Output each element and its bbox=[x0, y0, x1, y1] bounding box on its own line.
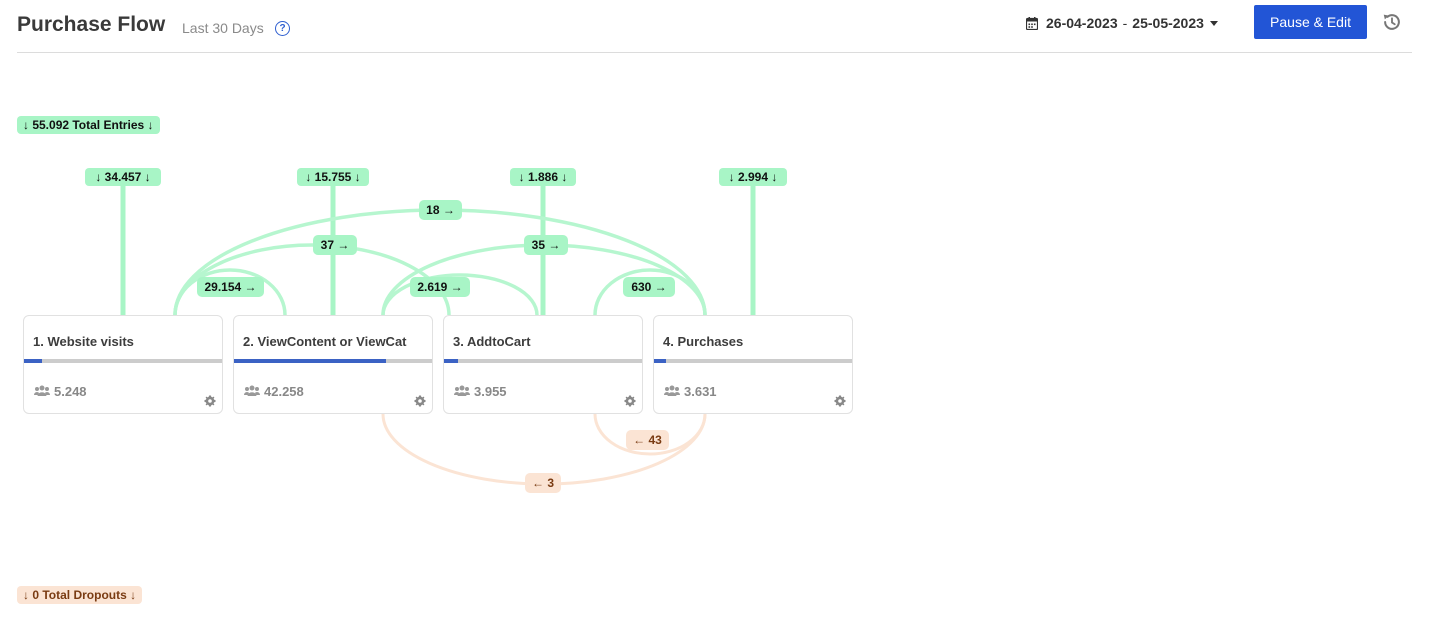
step-progress-fill bbox=[24, 359, 42, 363]
page-header: Purchase Flow Last 30 Days ? 26-04-2023 … bbox=[0, 0, 1431, 53]
gear-icon[interactable] bbox=[414, 395, 426, 407]
transition-step3-step4: 630 → bbox=[623, 277, 675, 297]
step-card-4[interactable]: 4. Purchases 3.631 bbox=[653, 315, 853, 414]
date-range-picker[interactable]: 26-04-2023 - 25-05-2023 bbox=[1026, 13, 1218, 33]
step-progress-bar bbox=[234, 359, 432, 363]
date-period-label: Last 30 Days bbox=[182, 20, 264, 36]
header-divider bbox=[17, 52, 1412, 53]
gear-icon[interactable] bbox=[834, 395, 846, 407]
total-dropouts-badge: ↓ 0 Total Dropouts ↓ bbox=[17, 586, 143, 604]
transition-step1-step3: 37 → bbox=[313, 235, 357, 255]
step-progress-bar bbox=[654, 359, 852, 363]
help-icon[interactable]: ? bbox=[275, 21, 290, 36]
step-name: 2. ViewContent or ViewCat bbox=[243, 334, 407, 349]
step-user-count: 42.258 bbox=[264, 384, 304, 399]
history-icon[interactable] bbox=[1381, 11, 1403, 33]
step-user-count: 3.631 bbox=[684, 384, 717, 399]
users-icon bbox=[664, 385, 680, 396]
step-user-count: 3.955 bbox=[474, 384, 507, 399]
entry-badge-step-3: ↓ 1.886 ↓ bbox=[510, 168, 576, 186]
step-name: 1. Website visits bbox=[33, 334, 134, 349]
step-progress-fill bbox=[444, 359, 458, 363]
gear-icon[interactable] bbox=[624, 395, 636, 407]
users-icon bbox=[454, 385, 470, 396]
transition-step1-step2: 29.154 → bbox=[197, 277, 264, 297]
date-separator: - bbox=[1122, 15, 1128, 31]
step-card-3[interactable]: 3. AddtoCart 3.955 bbox=[443, 315, 643, 414]
gear-icon[interactable] bbox=[204, 395, 216, 407]
step-card-1[interactable]: 1. Website visits 5.248 bbox=[23, 315, 223, 414]
transition-step2-step3: 2.619 → bbox=[410, 277, 470, 297]
step-card-2[interactable]: 2. ViewContent or ViewCat 42.258 bbox=[233, 315, 433, 414]
users-icon bbox=[34, 385, 50, 396]
date-start: 26-04-2023 bbox=[1046, 15, 1118, 31]
transition-step3-step2: ← 3 bbox=[525, 473, 561, 493]
pause-edit-button[interactable]: Pause & Edit bbox=[1254, 5, 1367, 39]
step-name: 3. AddtoCart bbox=[453, 334, 531, 349]
calendar-icon bbox=[1026, 16, 1038, 30]
step-user-count: 5.248 bbox=[54, 384, 87, 399]
step-progress-fill bbox=[234, 359, 387, 363]
transition-step2-step4: 35 → bbox=[524, 235, 568, 255]
step-progress-fill bbox=[654, 359, 666, 363]
arc-step2-step3 bbox=[381, 273, 539, 316]
transition-step1-step4: 18 → bbox=[419, 200, 462, 220]
entry-badge-step-2: ↓ 15.755 ↓ bbox=[297, 168, 369, 186]
entry-badge-step-4: ↓ 2.994 ↓ bbox=[719, 168, 787, 186]
transition-step4-step3: ← 43 bbox=[626, 430, 669, 450]
page-title: Purchase Flow bbox=[17, 13, 166, 36]
step-progress-bar bbox=[24, 359, 222, 363]
date-end: 25-05-2023 bbox=[1132, 15, 1204, 31]
step-name: 4. Purchases bbox=[663, 334, 744, 349]
step-progress-bar bbox=[444, 359, 642, 363]
total-entries-badge: ↓ 55.092 Total Entries ↓ bbox=[17, 116, 160, 134]
entry-badge-step-1: ↓ 34.457 ↓ bbox=[85, 168, 161, 186]
users-icon bbox=[244, 385, 260, 396]
chevron-down-icon bbox=[1209, 20, 1218, 26]
